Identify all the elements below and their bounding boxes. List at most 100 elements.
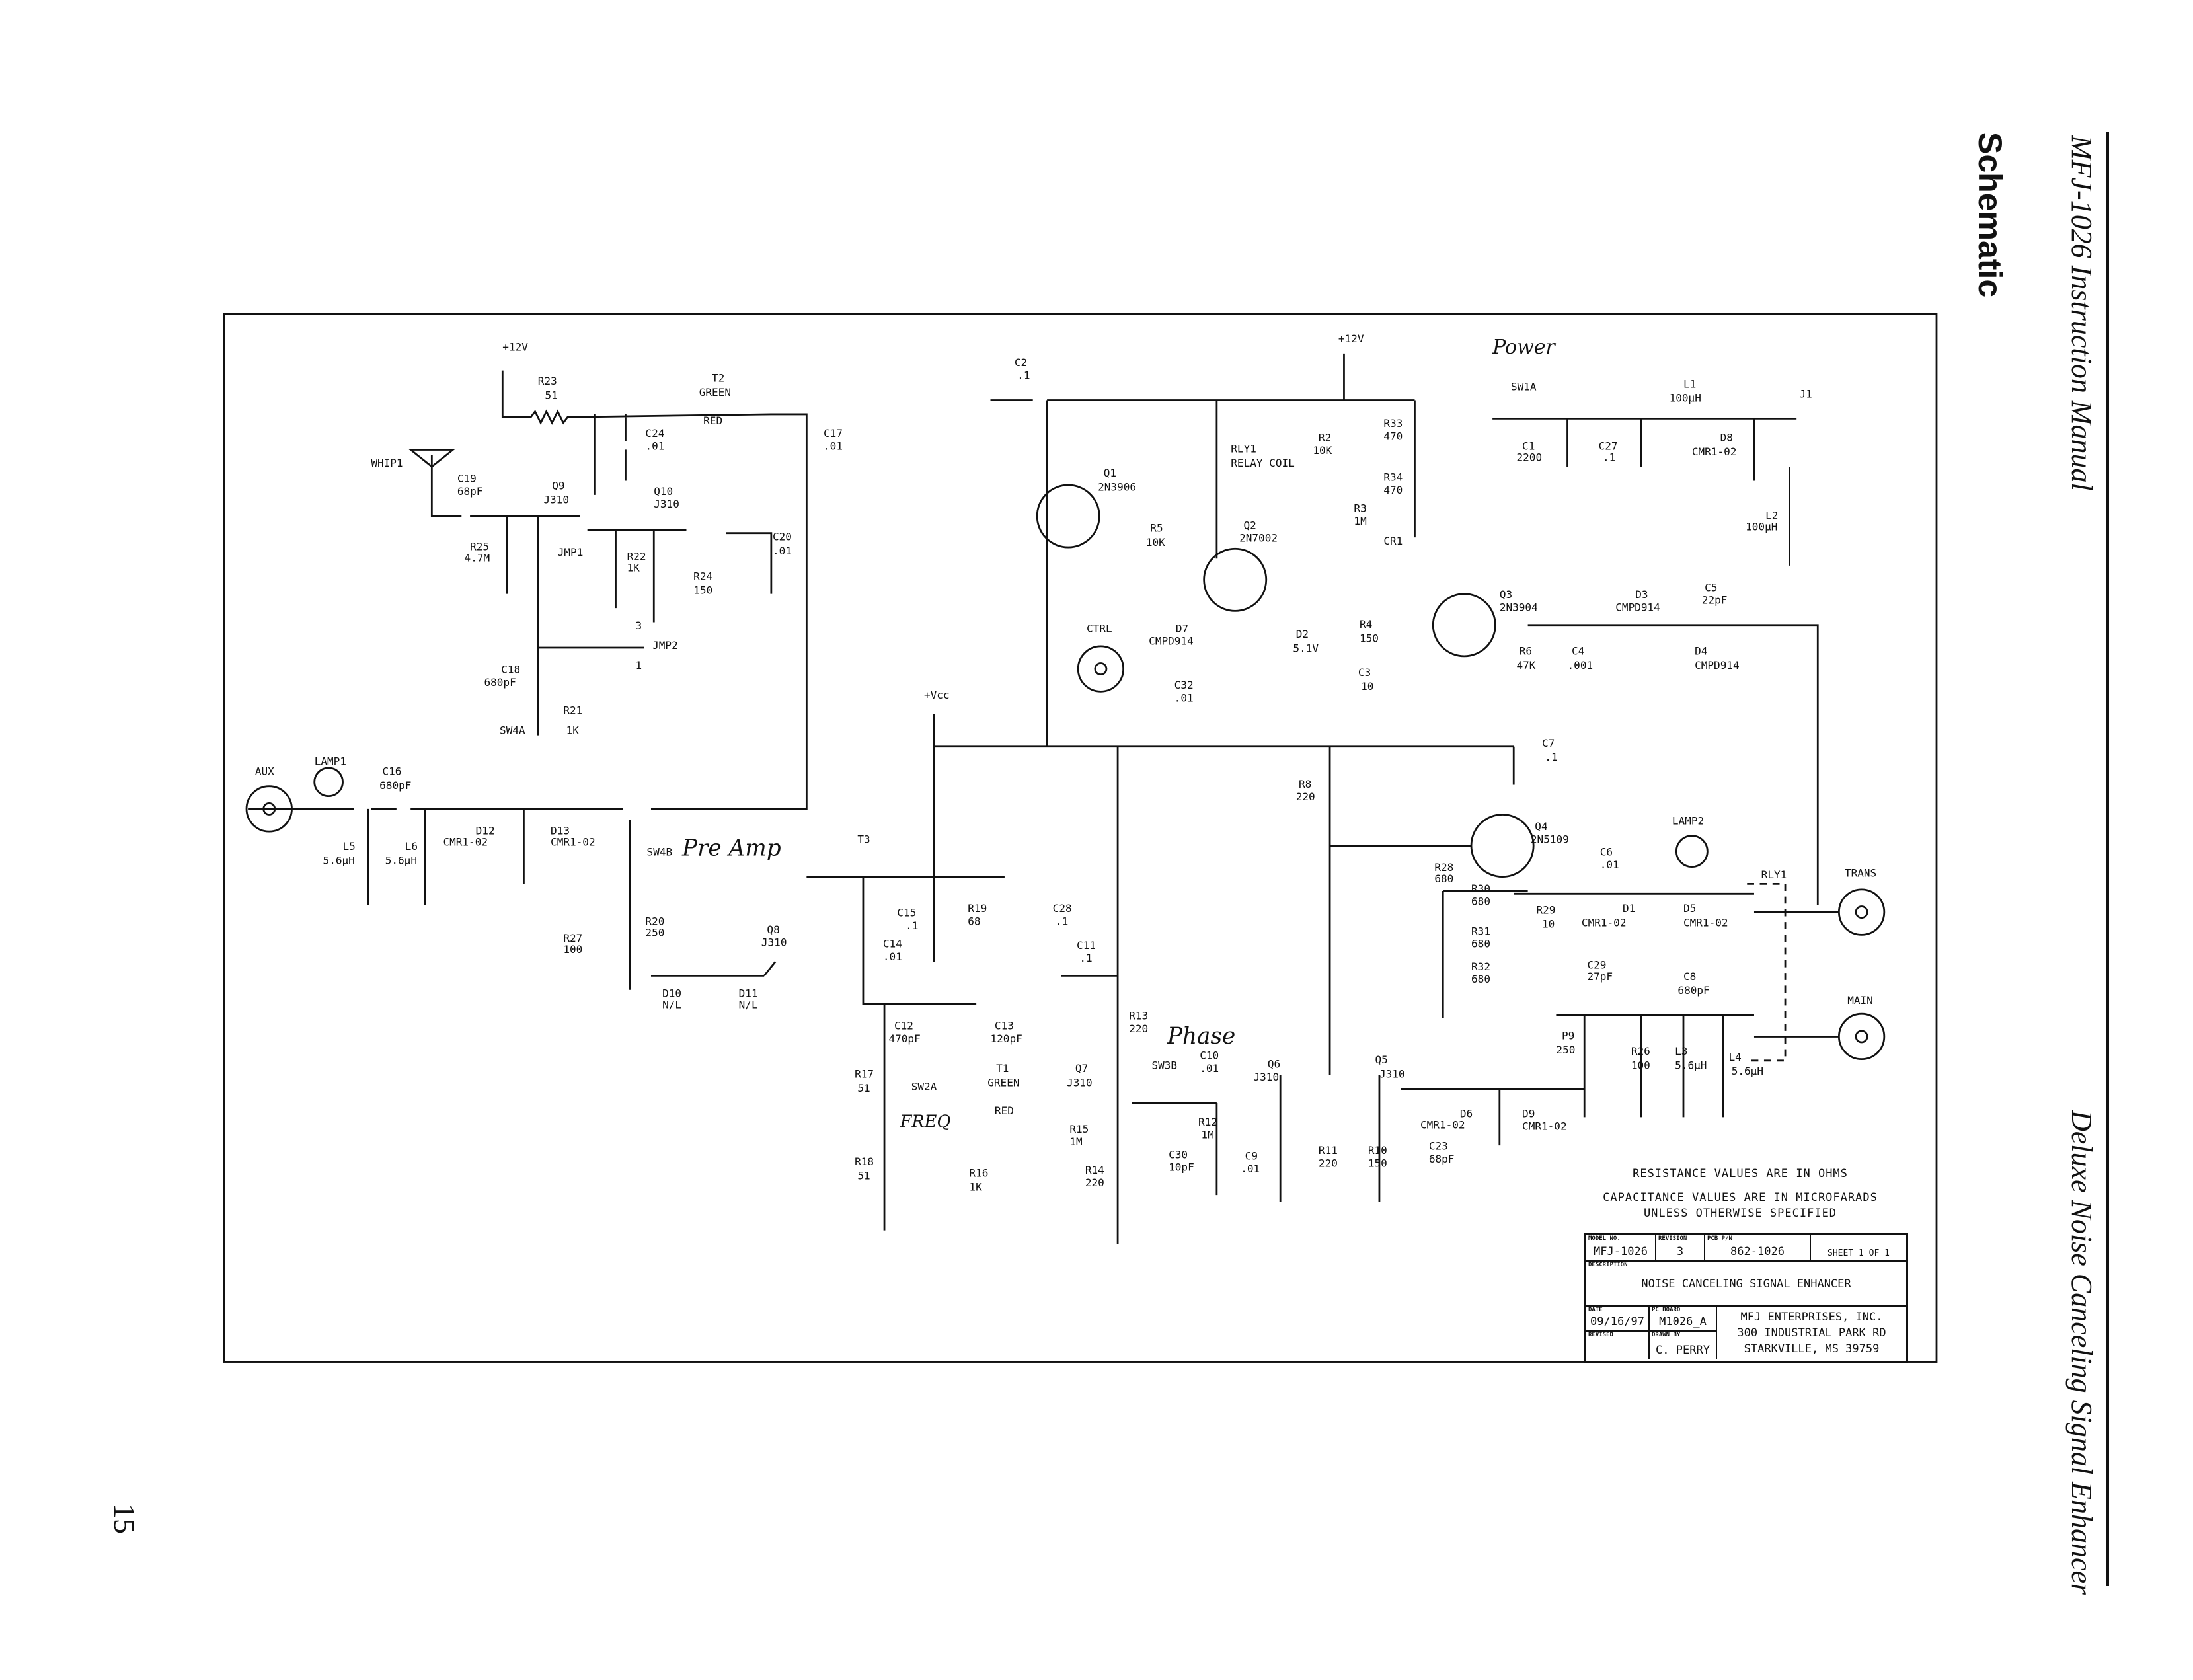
component-label: T2 <box>712 372 724 385</box>
component-label: L5 <box>343 840 356 853</box>
component-label: Q2 <box>1244 519 1256 531</box>
component-label: .01 <box>773 545 792 557</box>
component-label: R17 <box>855 1067 874 1080</box>
company-address-1: 300 INDUSTRIAL PARK RD <box>1737 1326 1886 1340</box>
component-label: C10 <box>1200 1050 1219 1062</box>
component-label: C1 <box>1522 439 1535 452</box>
component-label: 680pF <box>379 779 411 792</box>
component-label: TRANS <box>1845 867 1876 880</box>
component-label: D7 <box>1176 622 1188 634</box>
component-label: N/L <box>662 999 681 1011</box>
drawn-by: C. PERRY <box>1656 1344 1710 1357</box>
component-label: 220 <box>1129 1022 1148 1035</box>
component-label: C4 <box>1572 645 1584 658</box>
component-label: 1M <box>1201 1128 1213 1141</box>
component-label: .01 <box>1200 1062 1219 1075</box>
component-label: CMR1-02 <box>551 836 596 849</box>
component-label: 220 <box>1085 1176 1104 1189</box>
component-label: C5 <box>1705 581 1717 593</box>
component-label: D11 <box>739 987 758 1000</box>
handwritten-freq: FREQ <box>900 1112 951 1131</box>
component-label: J310 <box>654 498 679 510</box>
component-label: N/L <box>739 999 758 1011</box>
component-label: J310 <box>1254 1071 1280 1083</box>
date: 09/16/97 <box>1590 1315 1644 1328</box>
component-label: 680 <box>1471 938 1490 950</box>
component-label: P9 <box>1562 1030 1574 1042</box>
component-label: JMP2 <box>652 639 678 652</box>
component-label: C32 <box>1174 679 1194 691</box>
component-label: 470 <box>1383 484 1403 496</box>
component-label: C24 <box>645 427 664 439</box>
schematic-border <box>223 313 1938 1363</box>
pc-board: M1026_A <box>1659 1315 1707 1328</box>
component-label: C27 <box>1599 439 1618 452</box>
component-label: R31 <box>1471 925 1490 937</box>
component-label: 2N5109 <box>1531 833 1569 845</box>
component-label: 5.6µH <box>1732 1065 1763 1077</box>
component-label: .1 <box>905 919 918 932</box>
component-label: 22pF <box>1702 594 1728 607</box>
component-label: D4 <box>1695 645 1707 658</box>
component-label: J310 <box>1379 1067 1405 1080</box>
component-label: 220 <box>1296 790 1315 803</box>
component-label: C15 <box>897 907 916 919</box>
component-label: 150 <box>1360 632 1379 644</box>
component-label: 1K <box>627 561 640 574</box>
component-label: Q10 <box>654 485 673 498</box>
component-label: 680pF <box>1677 984 1709 997</box>
handwritten-power: Power <box>1492 336 1556 359</box>
component-label: R28 <box>1434 861 1453 874</box>
component-label: R11 <box>1319 1144 1338 1157</box>
wires <box>248 353 1839 1244</box>
component-label: 220 <box>1319 1157 1338 1169</box>
caption: DRAWN BY <box>1652 1332 1681 1338</box>
component-label: L3 <box>1675 1045 1687 1057</box>
relay-contacts <box>1747 882 1787 1062</box>
component-label: C6 <box>1600 846 1613 859</box>
component-label: CR1 <box>1383 535 1403 547</box>
component-label: RED <box>703 414 722 427</box>
component-label: +12V <box>502 341 528 354</box>
component-label: R13 <box>1129 1010 1148 1022</box>
component-label: 68pF <box>1429 1153 1455 1165</box>
component-label: CMR1-02 <box>1692 445 1737 458</box>
component-label: RELAY COIL <box>1231 457 1295 469</box>
component-label: C3 <box>1358 666 1371 679</box>
component-label: R3 <box>1354 502 1366 515</box>
component-label: D12 <box>476 824 495 837</box>
component-label: L2 <box>1765 509 1778 521</box>
component-label: 10 <box>1361 680 1373 693</box>
component-label: 10K <box>1313 444 1332 457</box>
note-unless: UNLESS OTHERWISE SPECIFIED <box>1643 1207 1837 1220</box>
component-label: C23 <box>1429 1140 1448 1153</box>
component-label: 470 <box>1383 430 1403 442</box>
component-label: .01 <box>1241 1163 1260 1175</box>
transistors <box>1036 484 1535 878</box>
component-label: 3 <box>635 619 642 632</box>
component-label: R5 <box>1150 522 1163 535</box>
component-label: T1 <box>996 1062 1009 1075</box>
component-label: R24 <box>693 570 712 582</box>
caption: PCB P/N <box>1707 1235 1732 1242</box>
component-label: JMP1 <box>558 546 584 558</box>
component-label: Q5 <box>1375 1053 1388 1066</box>
caption: PC BOARD <box>1652 1307 1681 1313</box>
component-label: .01 <box>1174 691 1194 704</box>
component-label: 250 <box>1556 1044 1575 1056</box>
component-label: Q8 <box>767 923 779 936</box>
caption: REVISED <box>1588 1332 1613 1338</box>
component-label: Q9 <box>552 479 564 492</box>
component-label: CMR1-02 <box>1683 917 1728 929</box>
component-label: Q1 <box>1104 467 1116 479</box>
component-label: D10 <box>662 987 681 1000</box>
component-label: R22 <box>627 550 646 562</box>
component-label: 680pF <box>484 676 516 689</box>
component-label: CMR1-02 <box>443 836 488 849</box>
component-label: 100 <box>1631 1059 1650 1072</box>
pcb-number: 862-1026 <box>1730 1245 1785 1258</box>
company-name: MFJ ENTERPRISES, INC. <box>1740 1311 1883 1324</box>
component-label: 1K <box>566 724 580 737</box>
component-label: R27 <box>563 932 582 944</box>
